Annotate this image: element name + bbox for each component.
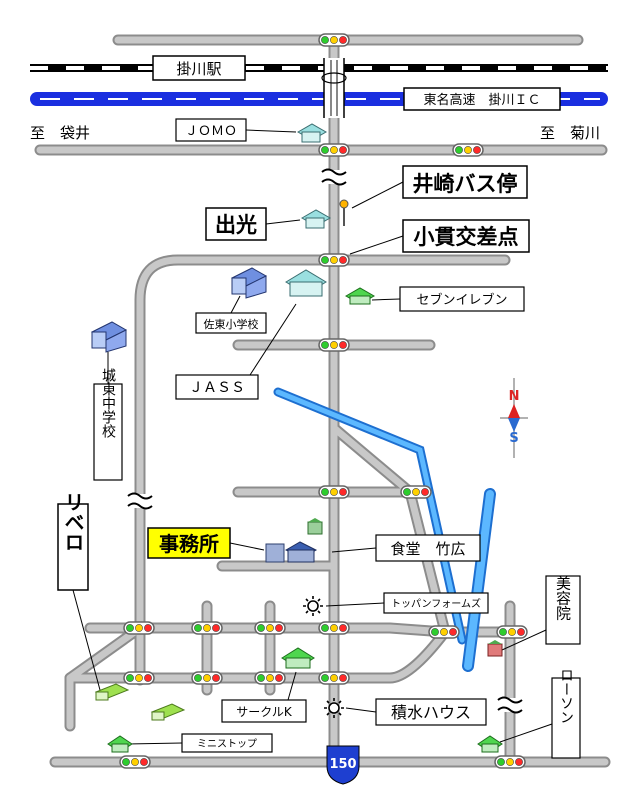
gas-station-icon [300,209,332,229]
svg-text:東名高速 掛川ＩＣ: 東名高速 掛川ＩＣ [423,92,540,108]
traffic-signal-icon [191,621,223,635]
traffic-signal-icon [254,671,286,685]
svg-text:事務所: 事務所 [159,532,219,556]
traffic-signal-icon [318,338,350,352]
traffic-signal-icon [123,671,155,685]
jass-building-icon [285,269,327,297]
road-breaks [127,168,523,714]
label-circle-k[interactable]: サークルK [221,671,307,723]
label-jass[interactable]: ＪＡＳＳ [175,303,297,400]
label-sekisui[interactable]: 積水ハウス [345,698,487,726]
shop-icon [487,640,503,657]
convenience-store-icon [477,735,503,753]
svg-text:美容院: 美容院 [554,576,572,622]
traffic-signal-icon [123,621,155,635]
svg-text:サークルK: サークルK [236,705,293,719]
route-150-shield: 150 [326,745,360,785]
traffic-signal-icon [428,625,460,639]
station-label: 掛川駅 [176,60,221,78]
convenience-store-icon [107,735,133,753]
label-bus-stop[interactable]: 井崎バス停 [351,165,528,209]
store-icon [150,703,186,721]
school-icon [90,321,128,353]
label-jomo[interactable]: ＪＯＭＯ [175,118,297,142]
svg-text:井崎バス停: 井崎バス停 [413,172,518,196]
label-lawson[interactable]: ローソン [499,668,581,759]
direction-west: 至 袋井 [30,124,90,142]
school-icon [230,267,268,299]
label-ministop[interactable]: ミニストップ [125,733,273,753]
highway-ic-label[interactable]: 東名高速 掛川ＩＣ [403,87,561,111]
compass-north: N [509,389,520,404]
compass-south: S [509,431,518,446]
traffic-signals [119,33,528,769]
traffic-signal-icon [119,755,151,769]
gas-station-icon [296,123,328,143]
factory-icon [324,698,344,718]
svg-text:ＪＡＳＳ: ＪＡＳＳ [189,380,245,396]
label-shokudo[interactable]: 食堂 竹広 [331,534,481,562]
label-satohigashi-school[interactable]: 佐東小学校 [195,295,267,334]
label-toppan[interactable]: トッパンフォームズ [325,592,489,614]
traffic-signal-icon [494,755,526,769]
route-number: 150 [329,757,356,772]
svg-text:出光: 出光 [215,213,257,237]
svg-text:小貫交差点: 小貫交差点 [414,225,519,249]
svg-text:食堂 竹広: 食堂 竹広 [390,540,465,558]
svg-text:トッパンフォームズ: トッパンフォームズ [391,597,481,610]
convenience-store-icon [344,287,376,305]
factory-icon [303,596,323,616]
label-seven-eleven[interactable]: セブンイレブン [371,286,525,312]
traffic-signal-icon [318,485,350,499]
office-building-icon [265,541,318,563]
traffic-signal-icon [496,625,528,639]
traffic-signal-icon [318,253,350,267]
overpass [321,58,347,118]
store-icon [94,683,130,701]
traffic-signal-icon [452,143,484,157]
label-idemitsu[interactable]: 出光 [205,207,301,241]
direction-east: 至 菊川 [540,124,600,142]
bus-stop-icon [339,199,349,226]
label-ribero[interactable]: リベロ [57,492,101,691]
traffic-signal-icon [318,33,350,47]
svg-text:リベロ: リベロ [61,492,85,552]
svg-text:ＪＯＭＯ: ＪＯＭＯ [185,124,237,139]
svg-text:佐東小学校: 佐東小学校 [204,317,259,331]
svg-text:積水ハウス: 積水ハウス [391,703,471,722]
traffic-signal-icon [318,671,350,685]
svg-text:ローソン: ローソン [558,668,574,724]
railway [30,64,608,72]
label-johigashi-school[interactable]: 城東中学校 [93,352,123,481]
traffic-signal-icon [254,621,286,635]
label-onuki-intersection[interactable]: 小貫交差点 [349,219,530,255]
traffic-signal-icon [400,485,432,499]
label-biyoin[interactable]: 美容院 [501,575,581,651]
building-icons [90,123,503,753]
shop-icon [307,518,323,535]
label-office[interactable]: 事務所 [147,527,265,559]
svg-text:城東中学校: 城東中学校 [100,368,116,438]
traffic-signal-icon [318,143,350,157]
traffic-signal-icon [191,671,223,685]
convenience-store-icon [281,647,315,669]
traffic-signal-icon [318,621,350,635]
svg-text:セブンイレブン: セブンイレブン [416,292,507,308]
compass: N S [500,378,528,458]
rivers [273,387,496,672]
svg-text:ミニストップ: ミニストップ [197,738,257,750]
station-kakegawa[interactable]: 掛川駅 [152,55,246,81]
